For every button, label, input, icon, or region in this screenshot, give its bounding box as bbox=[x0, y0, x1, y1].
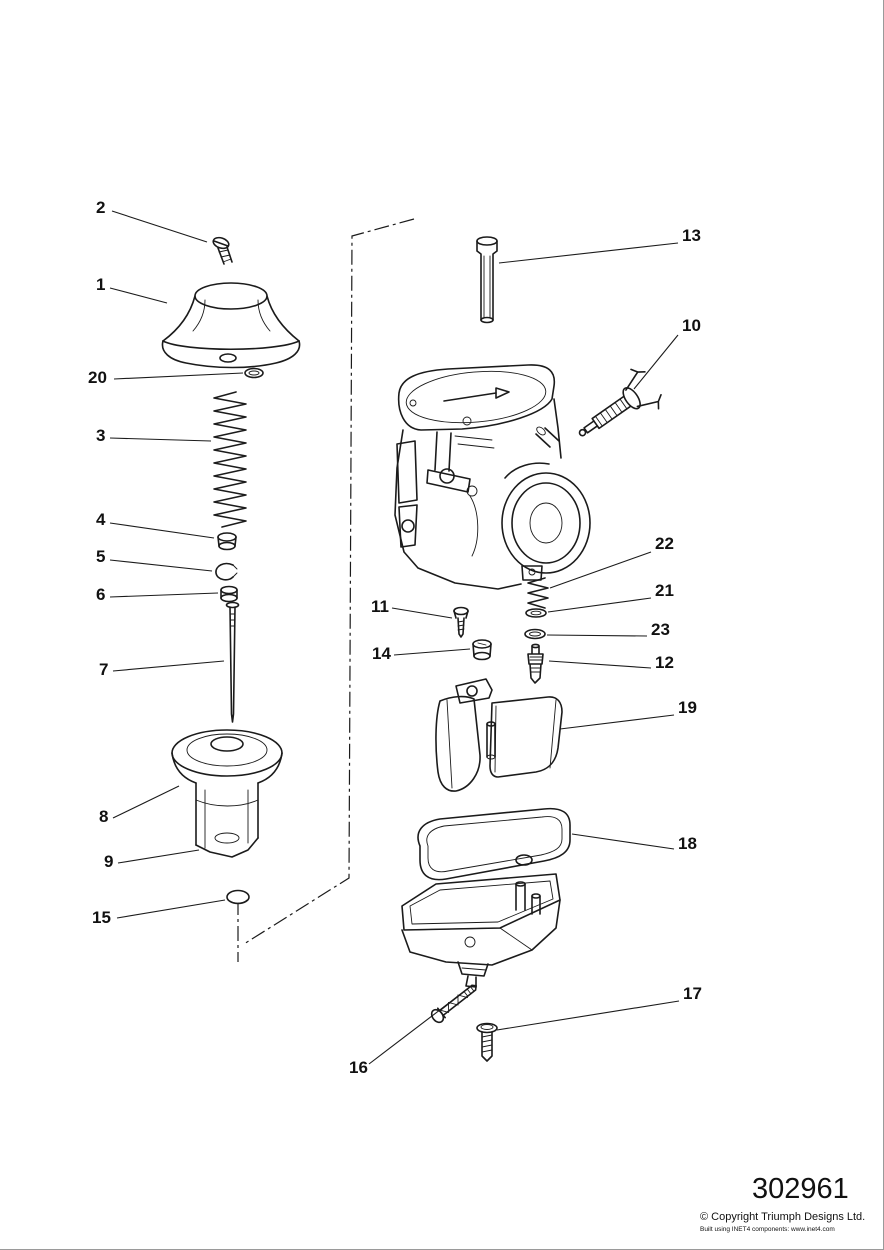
part-label-19: 19 bbox=[678, 698, 697, 717]
part-label-1: 1 bbox=[96, 275, 105, 294]
leader-line-1 bbox=[109, 287, 168, 304]
leader-line-6 bbox=[109, 592, 219, 598]
carburetor-body bbox=[394, 364, 591, 590]
part-label-11: 11 bbox=[371, 597, 389, 616]
part-label-22: 22 bbox=[655, 534, 674, 553]
leader-line-4 bbox=[109, 522, 215, 539]
leader-line-21 bbox=[547, 597, 652, 613]
leader-line-13 bbox=[498, 242, 679, 264]
slide-spring-part-3 bbox=[213, 391, 247, 528]
leader-line-10 bbox=[633, 334, 679, 390]
part-label-21: 21 bbox=[655, 581, 674, 600]
needle-retainer-part-10 bbox=[578, 368, 662, 437]
washer-part-21 bbox=[525, 608, 547, 618]
leader-line-22 bbox=[549, 551, 652, 589]
leader-line-18 bbox=[571, 833, 675, 850]
needle-jet-part-12 bbox=[527, 643, 544, 684]
part-label-7: 7 bbox=[99, 660, 108, 679]
cover-screw-part-2 bbox=[212, 236, 233, 265]
venturi-bore bbox=[501, 472, 591, 574]
jet-needle-part-7 bbox=[225, 601, 240, 723]
centerlines bbox=[237, 218, 415, 962]
centerline-main bbox=[243, 218, 415, 945]
leader-line-19 bbox=[559, 714, 675, 730]
leader-line-15 bbox=[116, 899, 226, 919]
drain-tube-part-13 bbox=[476, 236, 498, 324]
bowl-screw-part-17 bbox=[476, 1022, 498, 1062]
leader-line-14 bbox=[393, 648, 471, 656]
copyright-text: © Copyright Triumph Designs Ltd. bbox=[700, 1211, 865, 1223]
leader-line-17 bbox=[496, 1000, 680, 1031]
credit-text: Built using INET4 components: www.inet4.… bbox=[700, 1226, 835, 1233]
part-label-20: 20 bbox=[88, 368, 107, 387]
part-label-18: 18 bbox=[678, 834, 697, 853]
leader-line-8 bbox=[112, 785, 180, 819]
part-label-5: 5 bbox=[96, 547, 105, 566]
drain-screw-part-16 bbox=[430, 984, 477, 1024]
plug-part-15 bbox=[226, 889, 250, 905]
spring-seat-part-4 bbox=[217, 532, 237, 551]
leader-line-12 bbox=[548, 660, 652, 669]
float-bowl bbox=[401, 873, 561, 988]
part-label-23: 23 bbox=[651, 620, 670, 639]
leader-line-3 bbox=[109, 437, 212, 442]
diaphragm-cover-part-1 bbox=[161, 282, 301, 369]
part-label-14: 14 bbox=[372, 644, 391, 663]
main-jet-part-14 bbox=[472, 639, 492, 661]
needle-holder-part-6 bbox=[220, 585, 238, 603]
part-label-17: 17 bbox=[683, 984, 702, 1003]
o-ring-part-20 bbox=[244, 367, 264, 379]
float-assembly-part-19 bbox=[435, 678, 563, 792]
part-label-9: 9 bbox=[104, 852, 113, 871]
leader-line-5 bbox=[109, 559, 213, 572]
diaphragm-slide-part-8-9 bbox=[171, 729, 283, 858]
part-label-10: 10 bbox=[682, 316, 701, 335]
part-label-4: 4 bbox=[96, 510, 106, 529]
retaining-clip-part-5 bbox=[215, 562, 238, 581]
leader-line-20 bbox=[113, 372, 244, 380]
part-label-2: 2 bbox=[96, 198, 105, 217]
catalog-number: 302961 bbox=[752, 1173, 849, 1205]
part-label-6: 6 bbox=[96, 585, 105, 604]
flow-arrow bbox=[443, 392, 497, 402]
part-label-13: 13 bbox=[682, 226, 701, 245]
leader-line-2 bbox=[111, 210, 208, 243]
part-label-3: 3 bbox=[96, 426, 105, 445]
leader-line-11 bbox=[391, 607, 453, 619]
leader-line-23 bbox=[546, 634, 648, 637]
part-label-8: 8 bbox=[99, 807, 108, 826]
bowl-gasket-part-18 bbox=[417, 807, 571, 881]
part-label-16: 16 bbox=[349, 1058, 368, 1077]
part-label-12: 12 bbox=[655, 653, 674, 672]
jet-spring-part-22 bbox=[527, 577, 549, 609]
leader-line-16 bbox=[368, 1002, 450, 1065]
pilot-screw-part-11 bbox=[453, 606, 469, 638]
leader-line-9 bbox=[117, 849, 200, 864]
leader-line-7 bbox=[112, 660, 225, 672]
part-label-15: 15 bbox=[92, 908, 111, 927]
o-ring-part-23 bbox=[524, 628, 546, 640]
